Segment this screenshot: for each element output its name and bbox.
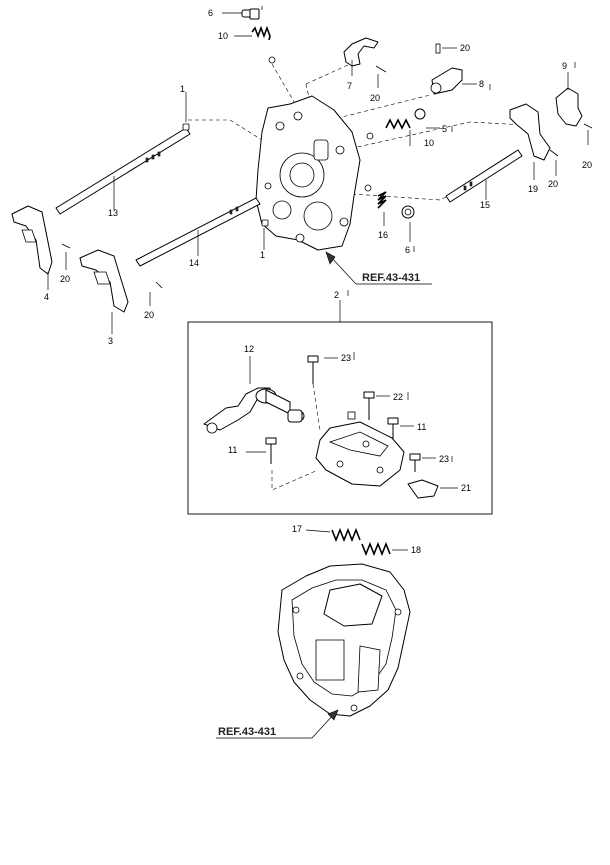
callout-20-under-7: 20 [370,93,380,103]
callout-22: 22 [393,392,403,402]
ball-low [364,184,372,192]
shift-control-housing [315,421,405,487]
callout-11-left: 11 [228,445,237,455]
callout-15: 15 [480,200,490,210]
callout-18: 18 [411,545,421,555]
part-8-shift-block [430,67,477,95]
callout-20-left-lower: 20 [144,310,154,320]
callout-19: 19 [528,184,538,194]
part-13-shift-rail [55,127,191,215]
callout-12: 12 [244,344,254,354]
part-6-plug-top [222,8,260,20]
part-18-spring [361,541,408,557]
part-4-shift-fork [11,205,53,290]
part-1-pin-lower [261,219,269,250]
callout-20-upper-right: 20 [460,43,470,53]
part-16-spring [377,191,387,226]
callout-5: 5 [442,124,447,134]
callout-20-near-19: 20 [548,179,558,189]
part-6-plug-lower [401,205,415,242]
part-10-spring-top [234,25,271,41]
ball-top [268,56,276,64]
part-20-pins-left [61,243,163,306]
callout-20-far-right: 20 [582,160,592,170]
part-11-bolt-right [387,417,414,442]
ref-label-lower: REF.43-431 [218,726,276,738]
part-9-selector-lever [555,72,593,145]
callout-23-lower: 23 [439,454,449,464]
ref-label-upper: REF.43-431 [362,272,420,284]
callout-7: 7 [347,81,352,91]
detail-group-box [187,321,493,515]
transmission-case [277,563,411,717]
callout-21: 21 [461,483,471,493]
part-19-shift-fork [509,103,559,180]
callout-3: 3 [108,336,113,346]
callout-1-upper: 1 [180,84,185,94]
callout-20-left-upper: 20 [60,274,70,284]
callout-6-lower: 6 [405,245,410,255]
part-23-bolt-upper [307,355,338,384]
callout-1-lower: 1 [260,250,265,260]
small-nut [347,411,356,420]
lower-ref-pointer [216,709,339,739]
part-1-pin-upper [182,92,190,131]
part-15-shift-rail [445,149,523,203]
callout-17: 17 [292,524,302,534]
part-17-spring [305,527,361,543]
callout-9: 9 [562,61,567,71]
part-5-detent-plug [414,108,440,129]
callout-4: 4 [44,292,49,302]
callout-16: 16 [378,230,388,240]
callout-23-upper: 23 [341,353,351,363]
callout-2: 2 [334,290,339,300]
callout-11-right: 11 [417,422,426,432]
part-11-bolt-left [246,437,277,464]
callout-13: 13 [108,208,118,218]
part-7-shift-lug [343,37,379,76]
part-21-bracket [407,479,458,499]
transfer-plate-housing [255,95,361,251]
part-22-bolt [363,391,390,420]
callout-6-upper: 6 [208,8,213,18]
part-14-shift-rail [135,197,261,267]
part-3-shift-fork [79,249,129,334]
part-sleeve-bushing [287,409,305,423]
part-23-bolt-lower [409,453,436,472]
upper-ref-pointer [325,251,432,285]
ball-mid [366,132,374,140]
callout-8: 8 [479,79,484,89]
part-20-pin-top [375,43,457,88]
part-10-spring-mid [385,118,411,146]
callout-10-mid: 10 [424,138,434,148]
label-ticks [261,6,576,462]
callout-labels: 6 10 20 7 20 8 9 1 5 10 20 19 20 15 13 1… [44,8,592,555]
part-12-selector-lever [203,356,291,434]
callout-10-upper: 10 [218,31,228,41]
callout-14: 14 [189,258,199,268]
